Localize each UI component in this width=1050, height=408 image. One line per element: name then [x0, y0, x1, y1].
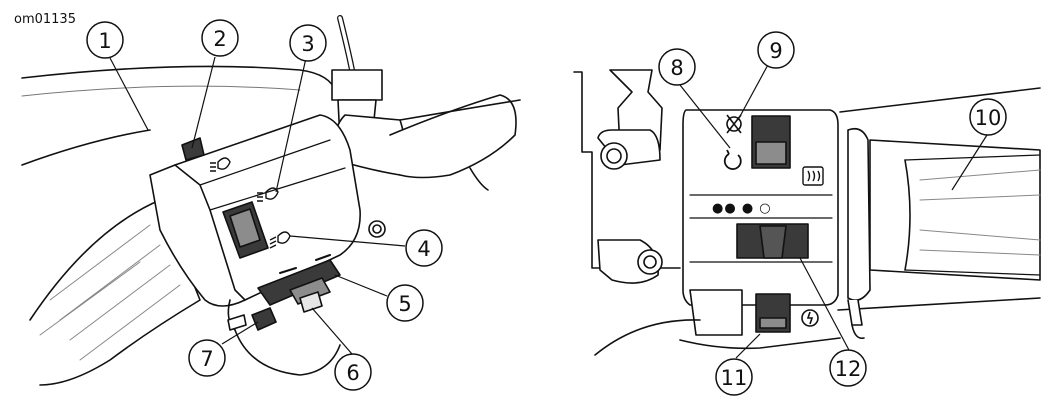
main-beam-icon — [257, 187, 279, 202]
right-handlebar-assembly — [573, 69, 1041, 356]
callout-4: 4 — [405, 229, 443, 267]
dipped-beam-icon — [269, 231, 291, 249]
svg-text:4: 4 — [417, 237, 430, 261]
callout-6: 6 — [334, 353, 372, 391]
callout-markers: 1 2 3 4 5 6 7 8 — [86, 19, 1007, 396]
svg-text:3: 3 — [301, 32, 314, 56]
callout-1: 1 — [86, 21, 124, 59]
svg-text:5: 5 — [398, 292, 411, 316]
svg-text:12: 12 — [835, 357, 862, 381]
callout-3: 3 — [289, 24, 327, 62]
svg-text:2: 2 — [213, 27, 226, 51]
callout-9: 9 — [757, 31, 795, 69]
svg-text:1: 1 — [98, 29, 111, 53]
svg-text:7: 7 — [200, 347, 213, 371]
callout-5: 5 — [386, 284, 424, 322]
svg-text:8: 8 — [670, 56, 683, 80]
figure-id: om01135 — [14, 12, 76, 27]
left-handlebar-assembly — [21, 15, 521, 386]
svg-text:6: 6 — [346, 361, 359, 385]
starter-icon — [801, 309, 819, 327]
ignition-on-icon — [723, 149, 742, 170]
callout-7: 7 — [188, 339, 226, 377]
callout-8: 8 — [658, 48, 696, 86]
svg-text:11: 11 — [721, 366, 748, 390]
callout-12: 12 — [829, 349, 867, 387]
dipped-beam-icon — [210, 157, 231, 172]
heated-grip-icon — [802, 166, 824, 186]
callout-2: 2 — [201, 19, 239, 57]
svg-text:10: 10 — [975, 106, 1002, 130]
heated-grip-level-indicator: ●● ● ○ — [712, 201, 772, 216]
callout-11: 11 — [715, 358, 753, 396]
callout-10: 10 — [969, 98, 1007, 136]
svg-text:9: 9 — [769, 39, 782, 63]
